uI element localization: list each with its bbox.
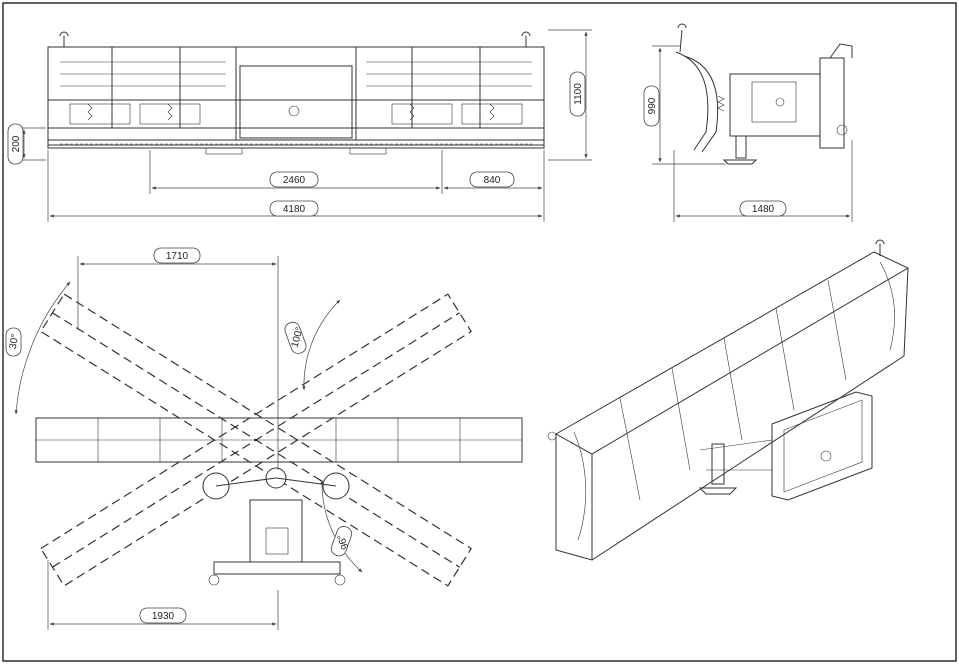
front-view-dimensions: 4180 2460 840 1100 200 (7, 29, 592, 222)
dim-4180-label: 4180 (283, 204, 306, 215)
angle-96-label: 96° (336, 533, 352, 551)
dim-1930-label: 1930 (152, 611, 175, 622)
dim-1710-label: 1710 (166, 251, 189, 262)
angle-30-label: 30° (8, 333, 21, 350)
dim-2460-label: 2460 (283, 175, 306, 186)
dim-840-label: 840 (484, 175, 501, 186)
isometric-view (547, 239, 910, 561)
front-view (47, 31, 545, 155)
top-view-dimensions: 1710 1930 30° 100° 96° (5, 247, 363, 630)
dim-200-label: 200 (11, 135, 22, 152)
dim-1480-label: 1480 (752, 204, 775, 215)
side-view (675, 23, 853, 165)
dim-1100-label: 1100 (573, 83, 584, 105)
top-view (35, 293, 523, 587)
angle-100-label: 100° (290, 326, 306, 349)
side-view-dimensions: 990 1480 (643, 45, 853, 222)
dim-990-label: 990 (647, 97, 658, 114)
